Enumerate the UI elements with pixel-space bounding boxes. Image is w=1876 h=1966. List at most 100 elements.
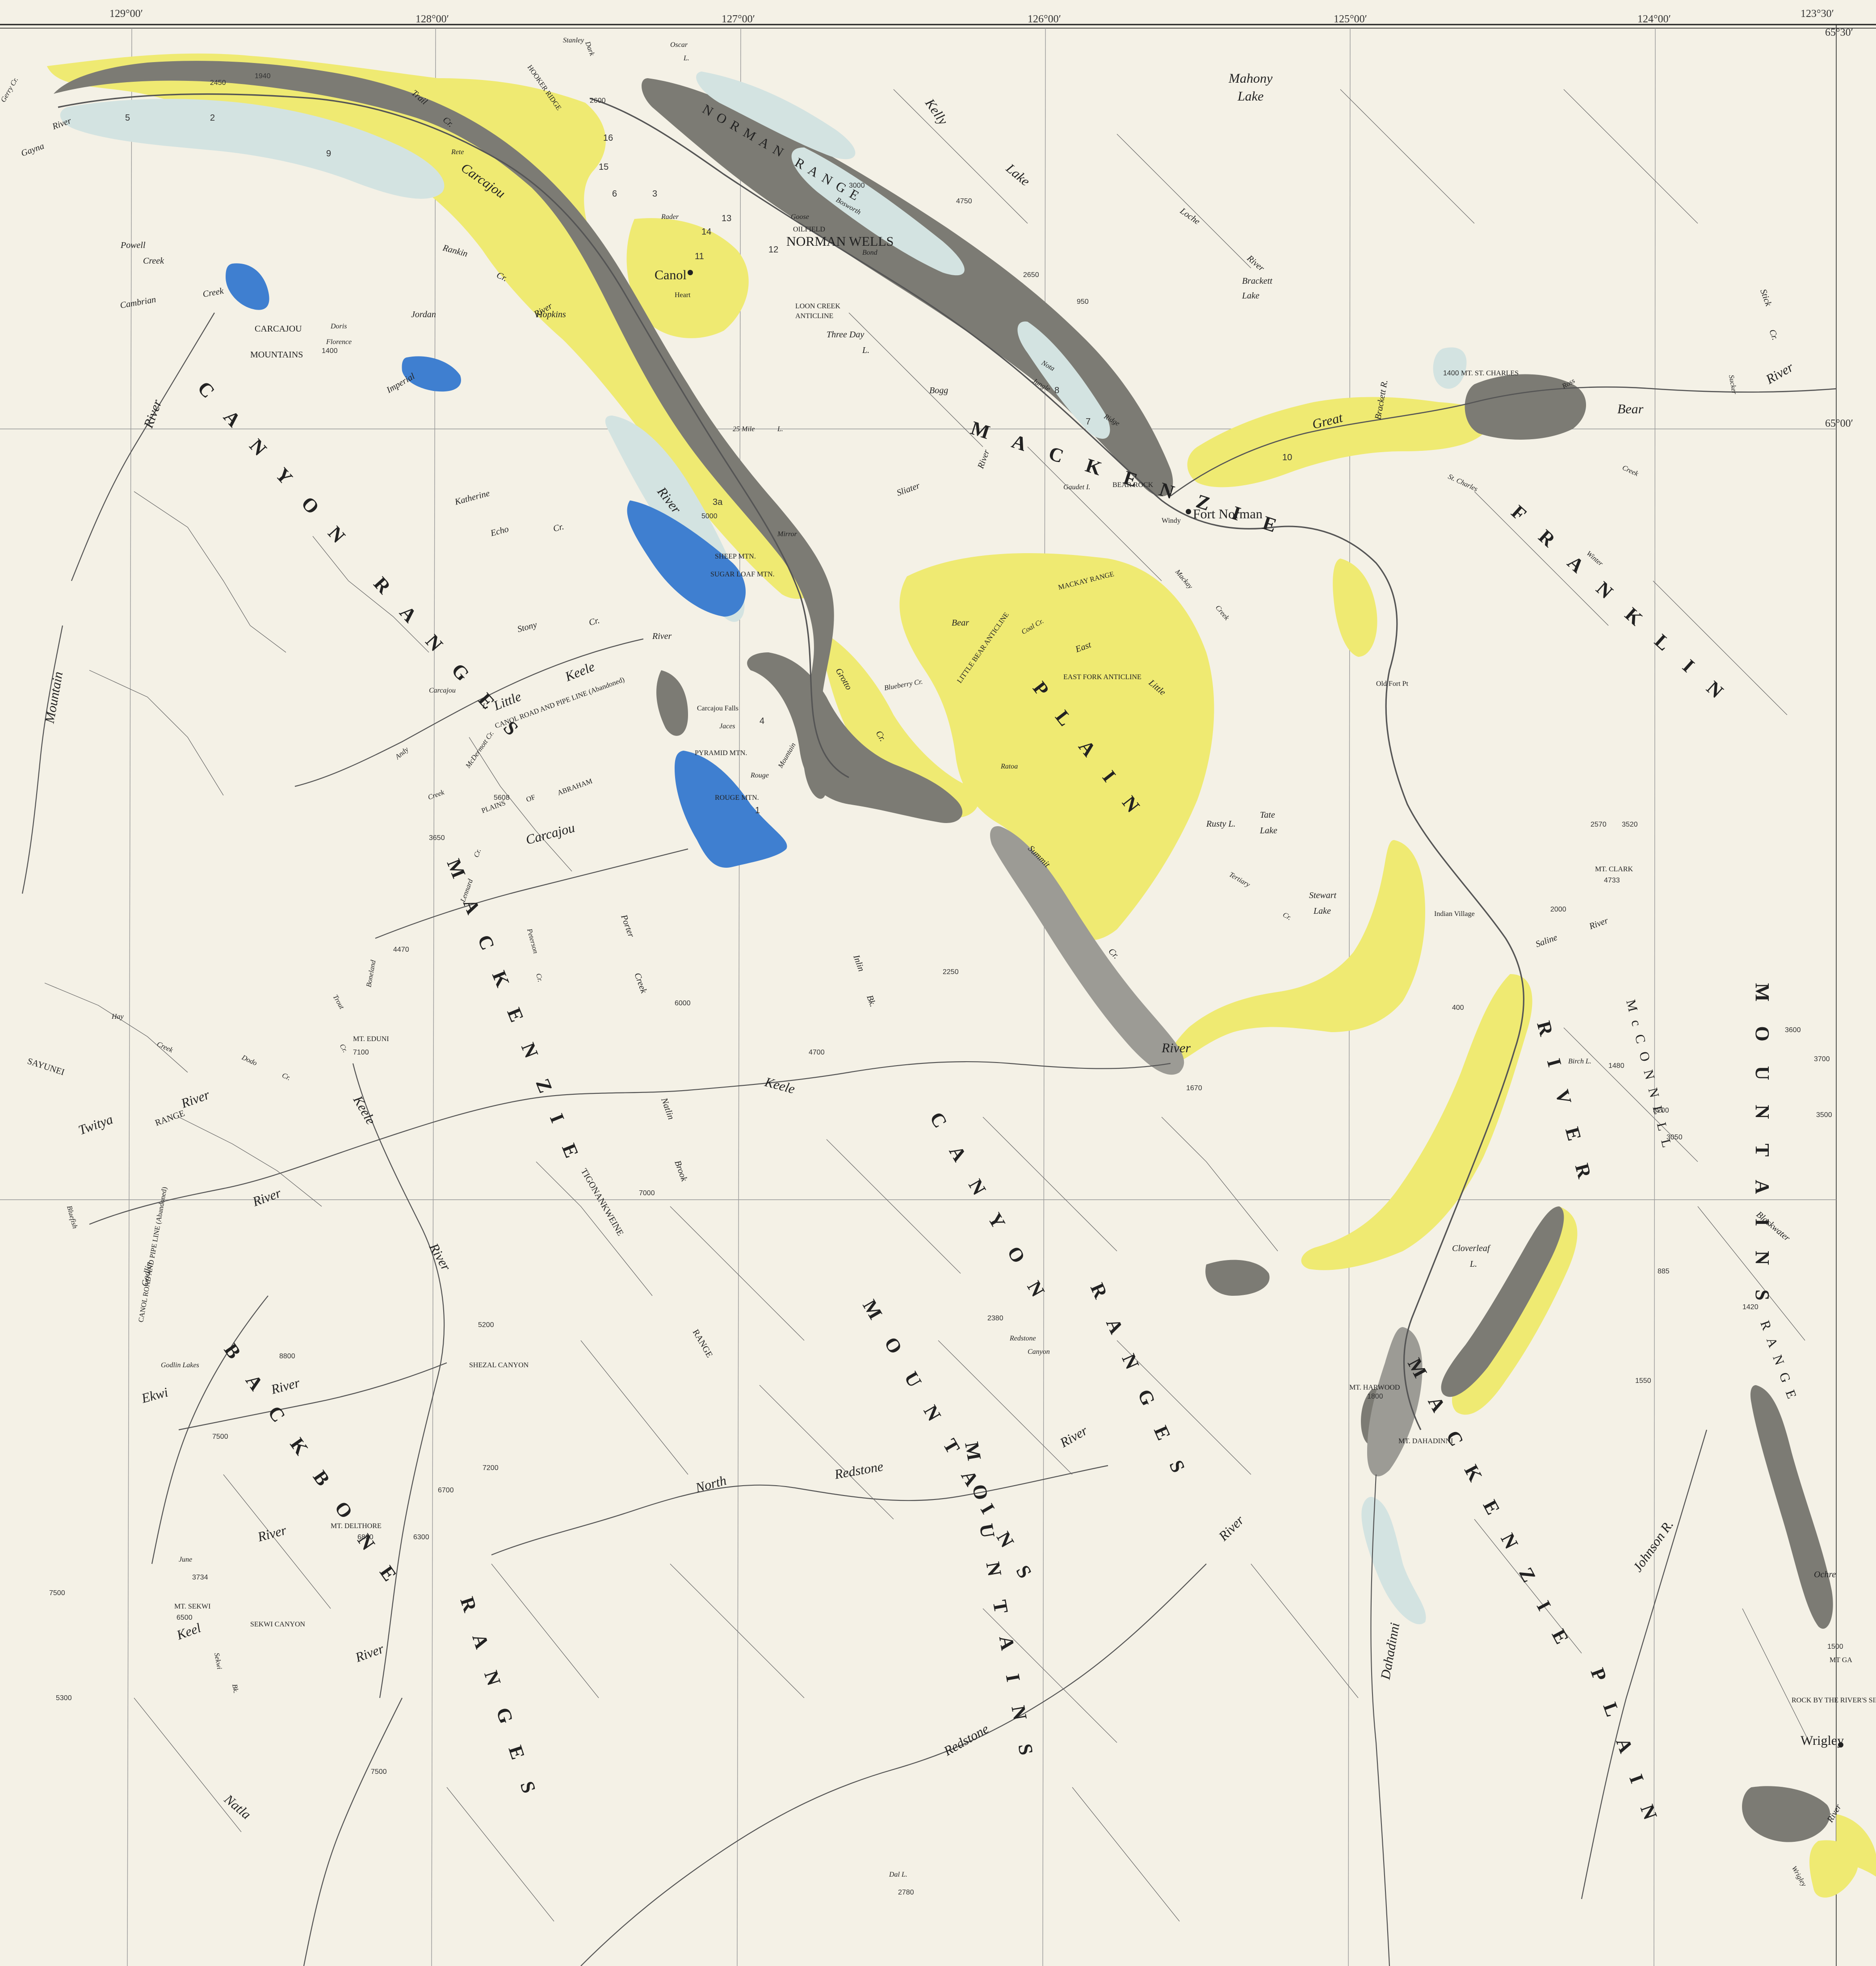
- elevation-label: 6800: [357, 1533, 374, 1541]
- feature-label: ANTICLINE: [795, 312, 833, 320]
- elevation-label: 3520: [1622, 821, 1638, 828]
- creek-label: L.: [683, 55, 689, 62]
- settlement-label: OILFIELD: [793, 226, 825, 233]
- elevation-label: 1940: [255, 72, 271, 80]
- creek-label: Lake: [1313, 906, 1331, 916]
- range-label: MOUNTAINS: [250, 350, 303, 360]
- longitude-label: 128°00′: [415, 13, 449, 25]
- creek-label: Lake: [1237, 89, 1263, 104]
- elevation-label: 6700: [438, 1487, 454, 1494]
- elevation-label: 7100: [353, 1049, 369, 1056]
- unit-number: 6: [612, 189, 617, 199]
- elevation-label: 1550: [1635, 1377, 1651, 1385]
- elevation-label: 6000: [675, 1000, 691, 1007]
- feature-label: EAST FORK ANTICLINE: [1063, 673, 1142, 681]
- feature-label: SHEEP MTN.: [715, 553, 756, 560]
- longitude-label: 123°30′: [1800, 8, 1834, 20]
- unit-number: 9: [326, 149, 331, 159]
- elevation-label: 1400: [322, 347, 338, 355]
- elevation-label: 1420: [1742, 1303, 1758, 1311]
- creek-label: Lake: [1242, 291, 1259, 301]
- elevation-label: 3600: [1785, 1026, 1801, 1034]
- elevation-label: 1480: [1608, 1062, 1624, 1070]
- creek-label: Rete: [451, 148, 464, 156]
- creek-label: Hay: [111, 1013, 124, 1021]
- settlement-dot[interactable]: [1838, 1742, 1843, 1748]
- settlement-label: Indian Village: [1434, 910, 1475, 918]
- latitude-label: 65°30′: [1825, 27, 1853, 38]
- range-label: MOUNTAINS: [1751, 983, 1773, 1325]
- settlement-label[interactable]: Wrigley: [1800, 1733, 1844, 1748]
- elevation-label: 1800: [1367, 1393, 1383, 1400]
- creek-label: Rader: [661, 213, 679, 221]
- longitude-label: 126°00′: [1028, 13, 1061, 25]
- creek-label: Mahony: [1228, 71, 1273, 86]
- pale-blue-unit: [60, 71, 1467, 1625]
- elevation-label: 4700: [809, 1049, 825, 1056]
- spot-elevations: 2250 1940 2450 2600 3000 4750 2650 950 1…: [49, 72, 1843, 1896]
- creek-label: Cloverleaf: [1452, 1243, 1491, 1253]
- mid-gray-unit: [990, 826, 1423, 1477]
- creek-label: Redstone: [1009, 1335, 1036, 1342]
- unit-numbers: 1 2 3 3a 4 5 6 7 8 9 10 11 12 13 14 15 1…: [125, 113, 1292, 815]
- creek-label: Sekwi: [213, 1652, 223, 1670]
- creek-label: Carcajou Falls: [697, 705, 739, 712]
- feature-label: MT. EDUNI: [353, 1035, 389, 1043]
- elevation-label: 2000: [1550, 906, 1566, 913]
- latitude-label: 65°00′: [1825, 418, 1853, 429]
- unit-number: 3a: [713, 497, 723, 507]
- feature-label: MT. DAHADINNI: [1398, 1437, 1453, 1445]
- elevation-label: 3200: [1653, 1107, 1669, 1114]
- settlement-label[interactable]: Fort Norman: [1193, 507, 1263, 521]
- settlement-dot[interactable]: [688, 270, 693, 275]
- feature-label: ROUGE MTN.: [715, 794, 759, 802]
- creek-label: Oscar: [670, 41, 688, 49]
- creek-label: Carcajou: [429, 687, 456, 694]
- elevation-label: 2650: [1023, 271, 1039, 279]
- creek-label: Bond: [862, 249, 878, 256]
- elevation-label: 2250: [943, 968, 959, 976]
- creek-label: Cr.: [473, 848, 483, 859]
- feature-label: Godlin Lakes: [161, 1361, 199, 1369]
- settlement-label: Windy: [1162, 517, 1181, 525]
- feature-label: SEKWI CANYON: [250, 1621, 306, 1628]
- elevation-label: 7200: [483, 1464, 499, 1472]
- elevation-label: 7500: [212, 1433, 228, 1441]
- elevation-label: 1670: [1186, 1084, 1202, 1092]
- creek-label: Rusty L.: [1206, 819, 1236, 829]
- unit-number: 2: [210, 113, 215, 123]
- unit-number: 10: [1282, 453, 1292, 462]
- unit-number: 1: [755, 806, 760, 815]
- river-label: Bear: [1617, 402, 1644, 416]
- feature-label: MT. ST. CHARLES: [1461, 370, 1519, 377]
- elevation-label: 2780: [898, 1889, 914, 1896]
- river-label: River: [1161, 1041, 1191, 1055]
- elevation-label: 1500: [1827, 1643, 1843, 1651]
- elevation-label: 4470: [393, 946, 409, 954]
- creek-label: L.: [1469, 1259, 1477, 1269]
- settlement-dot[interactable]: [1186, 509, 1191, 514]
- settlement-label[interactable]: Canol: [655, 268, 687, 282]
- unit-number: 8: [1054, 386, 1059, 395]
- river-label: Ochre: [1814, 1570, 1836, 1580]
- unit-number: 14: [701, 227, 711, 237]
- creek-label: Birch L.: [1568, 1058, 1591, 1065]
- creek-label: Bogg: [929, 386, 948, 395]
- longitude-label: 129°00′: [109, 8, 143, 20]
- elevation-label: 400: [1452, 1004, 1464, 1012]
- creek-label: Lake: [1259, 826, 1277, 836]
- creek-label: Goose: [791, 213, 809, 221]
- elevation-label: 950: [1077, 298, 1089, 306]
- creek-label: Dal L.: [889, 1871, 907, 1878]
- creek-label: June: [179, 1556, 192, 1563]
- elevation-label: 7000: [639, 1189, 655, 1197]
- elevation-label: 5000: [701, 513, 718, 520]
- elevation-label: 8800: [279, 1353, 295, 1360]
- elevation-label: 3050: [1666, 1134, 1683, 1141]
- settlement-label[interactable]: NORMAN WELLS: [786, 234, 894, 249]
- feature-label: SHEZAL CANYON: [469, 1361, 529, 1369]
- creek-label: BEAR ROCK: [1112, 481, 1154, 489]
- range-label: OF: [525, 794, 537, 804]
- unit-number: 7: [1086, 417, 1091, 427]
